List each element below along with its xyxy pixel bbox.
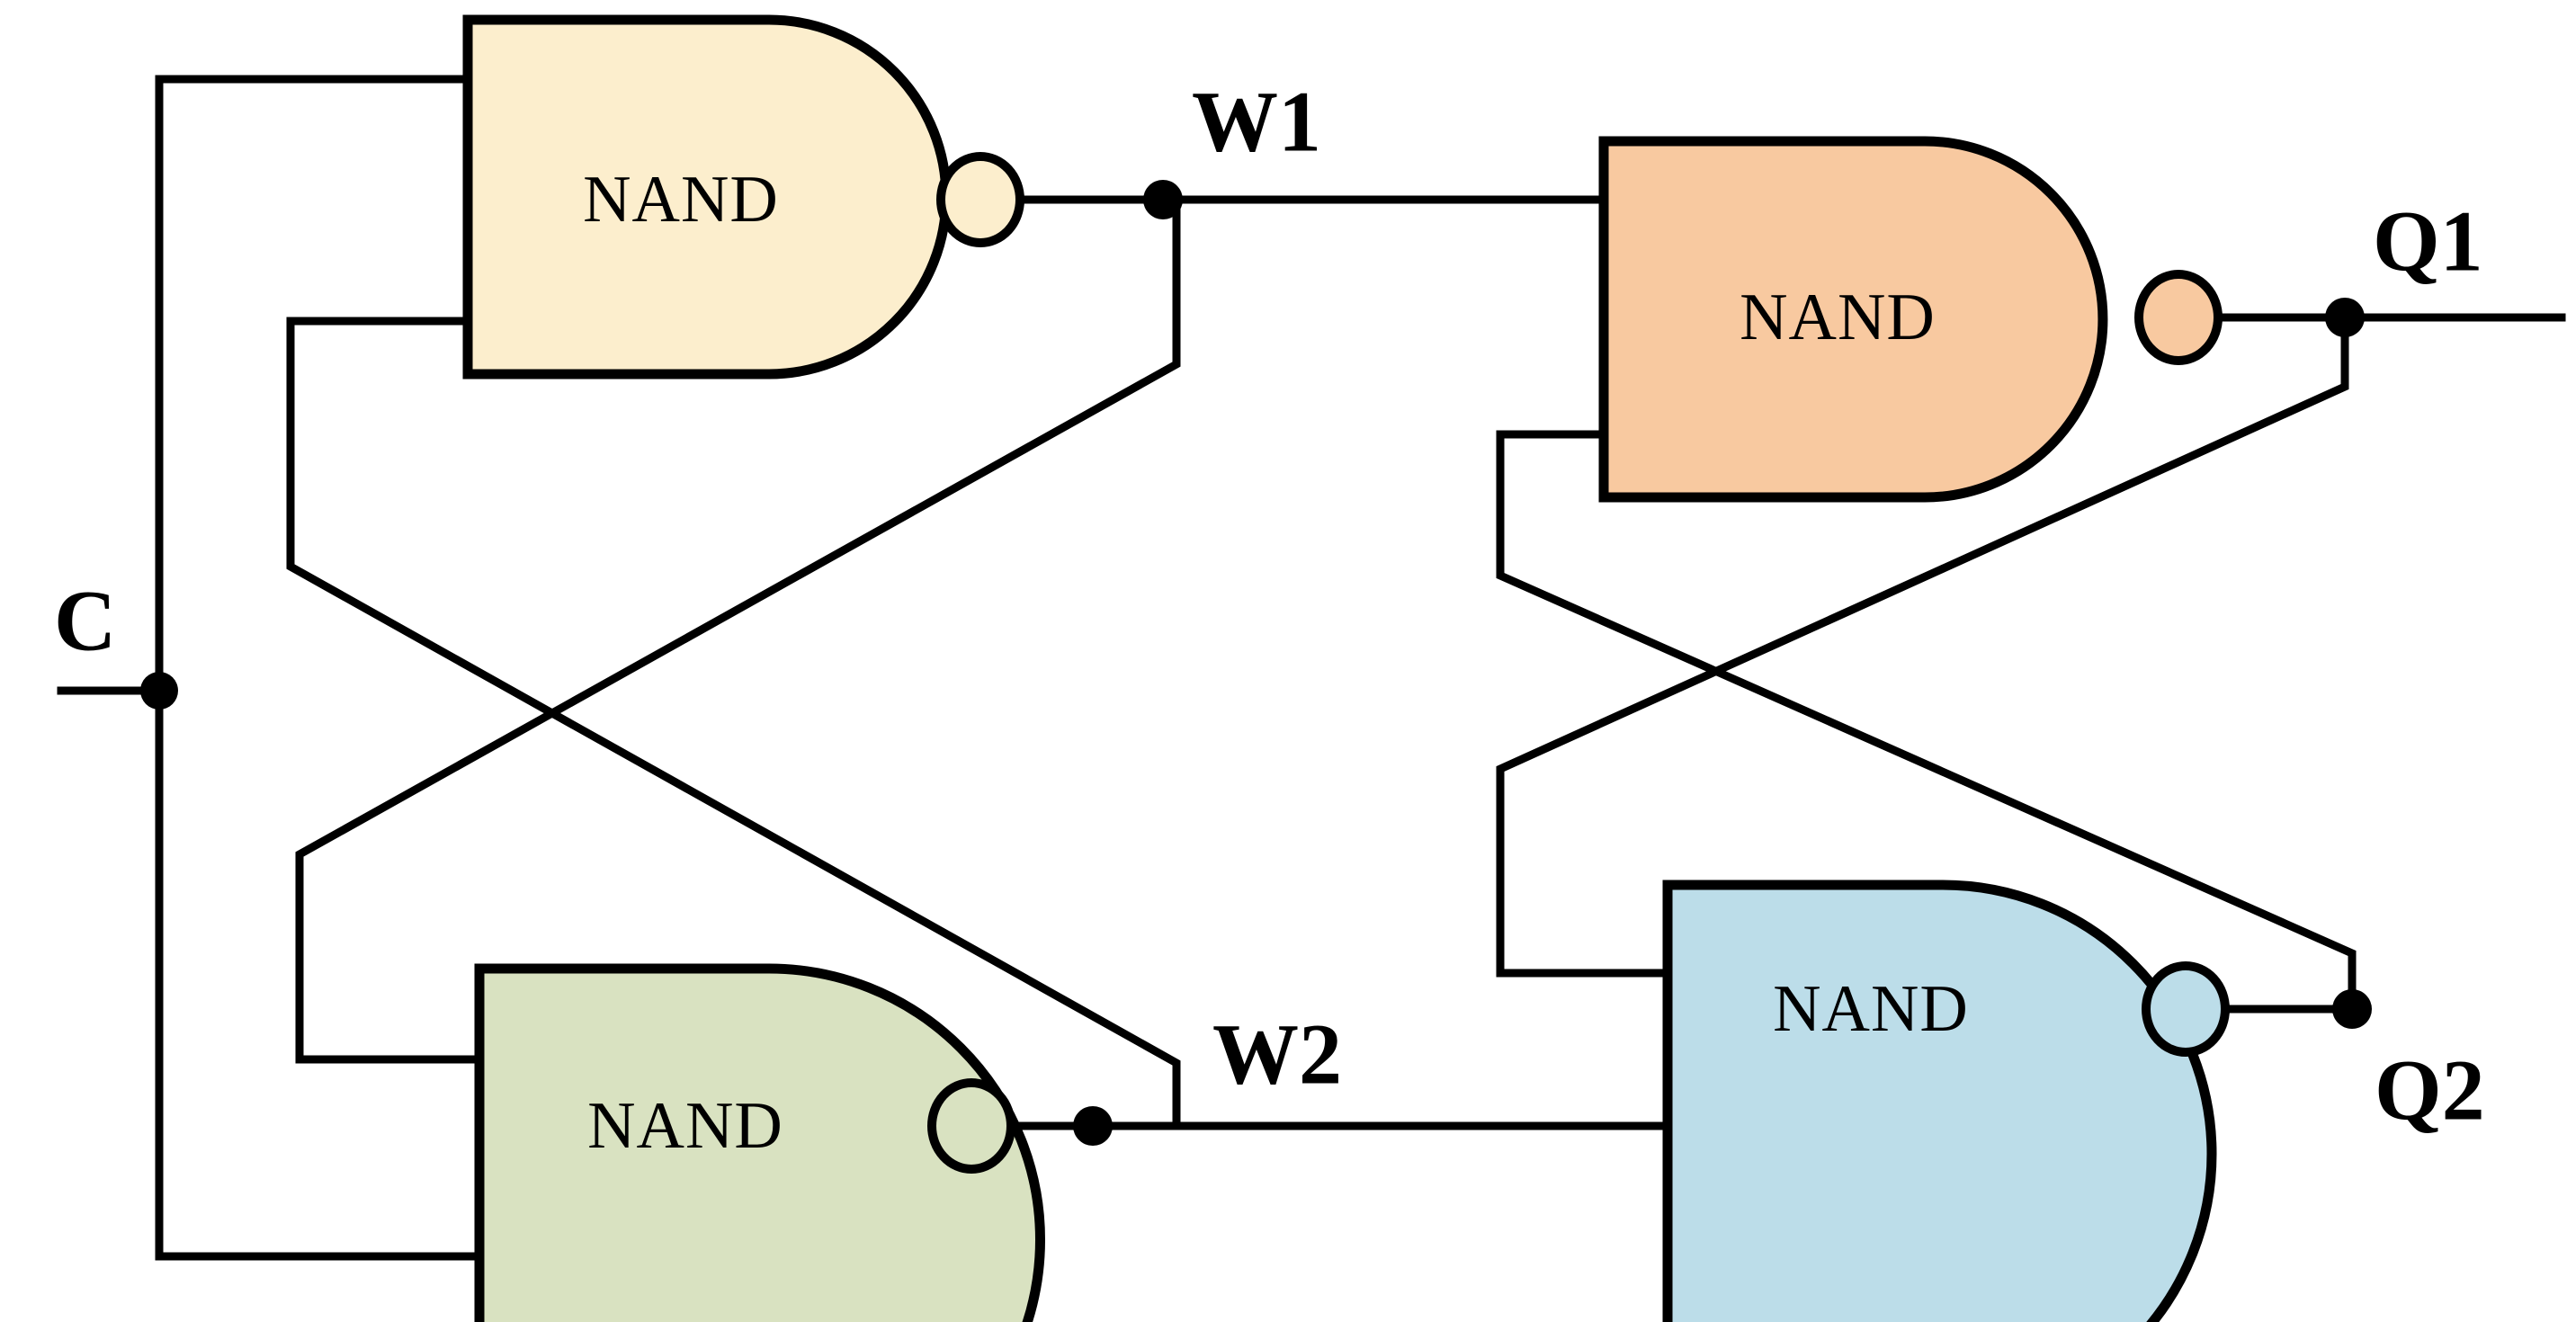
wire-q1-feedback-to-nand-br	[1496, 313, 2349, 978]
nand-gate-top-right-label: NAND	[1740, 281, 1936, 354]
junction-dot-q2	[2332, 989, 2372, 1029]
nand-gate-bottom-right-inversion-bubble	[2142, 961, 2230, 1057]
signal-label-c: C	[54, 573, 116, 669]
nand-gate-top-left[interactable]: NAND	[462, 14, 1024, 380]
nand-gate-top-left-label: NAND	[583, 163, 779, 237]
junction-dot-w2	[1073, 1106, 1113, 1146]
wire-w2-feedback-to-nand-tl	[286, 317, 1181, 1130]
nand-gate-top-right-inversion-bubble	[2134, 270, 2223, 365]
wire-layer	[57, 75, 2566, 1261]
signal-label-layer: C W1 W2 Q1 Q2	[54, 74, 2485, 1139]
nand-gate-bottom-right-body	[1662, 880, 2217, 1322]
junction-dot-q1	[2325, 298, 2365, 337]
nand-gate-bottom-right[interactable]: NAND	[1662, 880, 2230, 1322]
nand-gate-bottom-right-label: NAND	[1773, 972, 1969, 1046]
signal-label-q1: Q1	[2373, 193, 2483, 290]
nand-gate-top-left-inversion-bubble	[936, 152, 1024, 247]
junction-dot-c	[140, 672, 178, 710]
nand-gate-top-right-body	[1598, 136, 2108, 503]
signal-label-w2: W2	[1212, 1006, 1342, 1103]
signal-label-q2: Q2	[2375, 1042, 2485, 1139]
nand-gate-bottom-left-label: NAND	[587, 1089, 783, 1163]
signal-label-w1: W1	[1192, 74, 1321, 170]
junction-layer	[140, 180, 2372, 1146]
wire-q2-feedback-to-nand-tr	[1496, 430, 2357, 1014]
wire-w1-feedback-to-nand-bl	[295, 195, 1181, 1064]
nand-gate-bottom-left-inversion-bubble	[927, 1078, 1015, 1174]
junction-dot-w1	[1143, 180, 1183, 219]
nand-gate-top-right[interactable]: NAND	[1598, 136, 2223, 503]
nand-gate-bottom-left-body	[474, 963, 1045, 1322]
nand-gate-bottom-left[interactable]: NAND	[474, 963, 1045, 1322]
